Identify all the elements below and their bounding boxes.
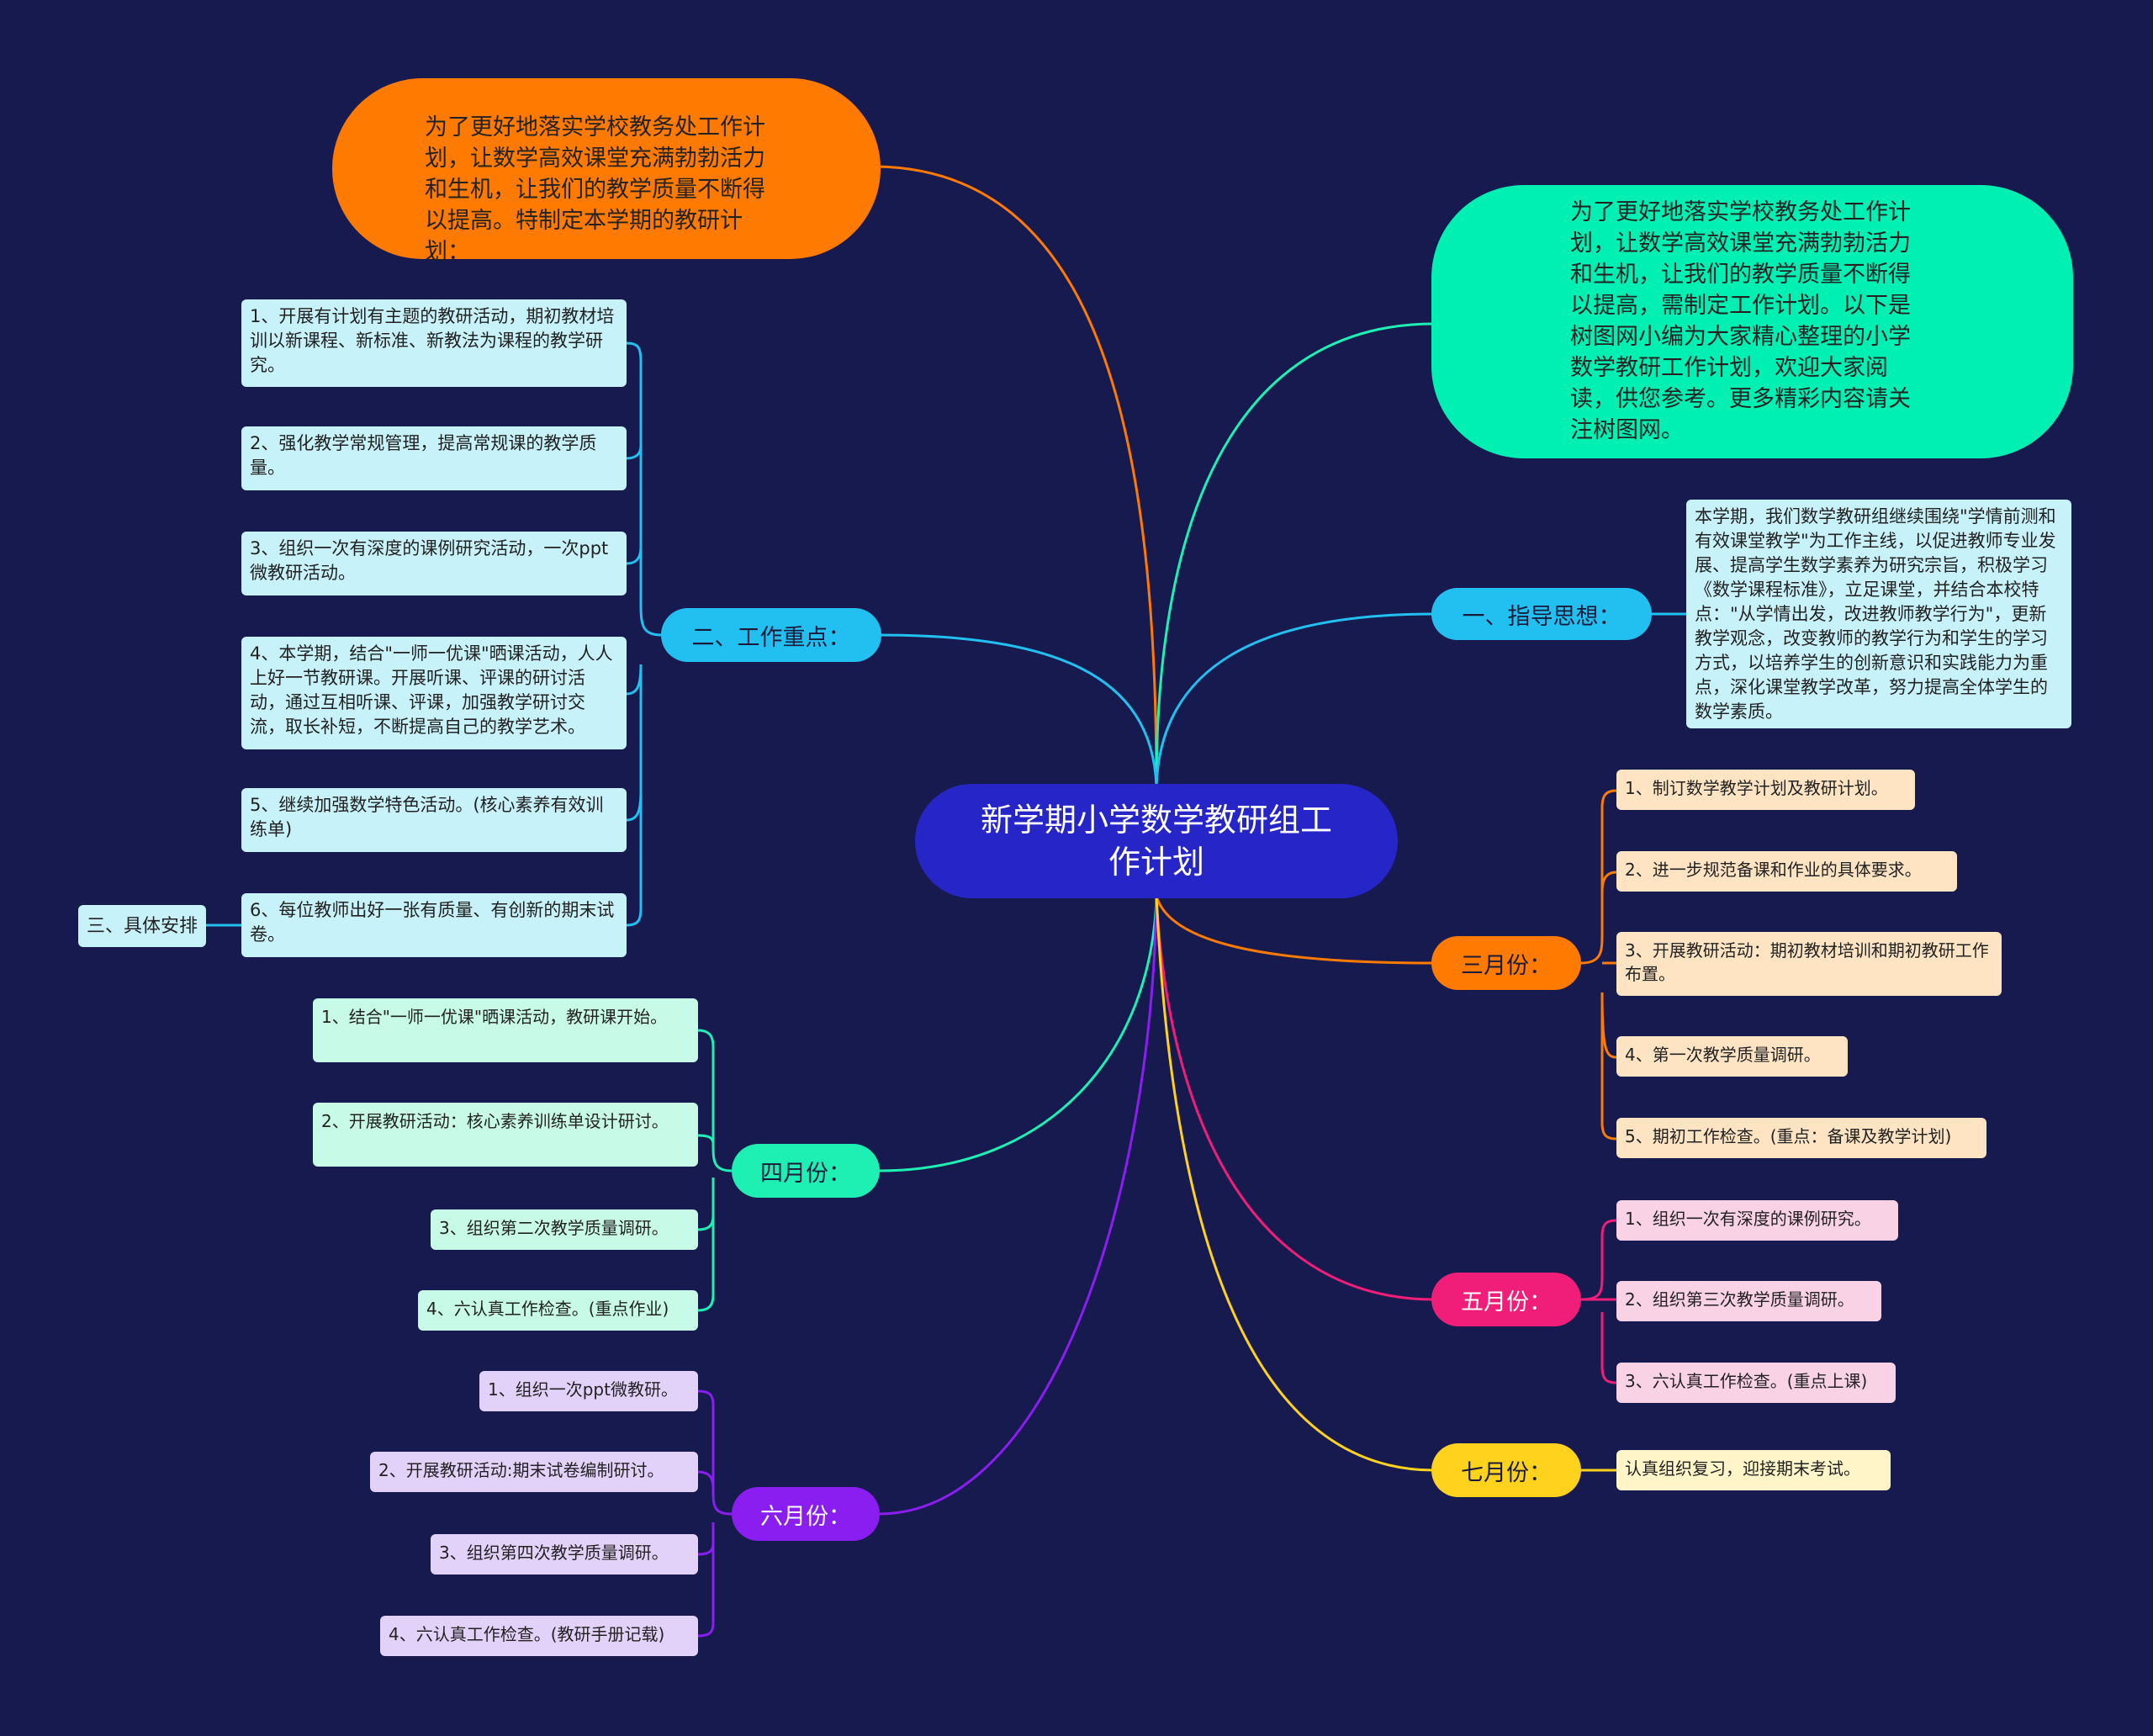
march-item-4[interactable]: 4、第一次教学质量调研。 [1616,1036,1848,1077]
root-topic[interactable]: 新学期小学数学教研组工作计划 [915,784,1398,898]
focus-item-5[interactable]: 5、继续加强数学特色活动。(核心素养有效训练单) [241,788,627,852]
intro-left-node[interactable]: 为了更好地落实学校教务处工作计划，让数学高效课堂充满勃勃活力和生机，让我们的教学… [332,78,881,265]
may-item-1[interactable]: 1、组织一次有深度的课例研究。 [1616,1200,1898,1241]
june-item-4[interactable]: 4、六认真工作检查。(教研手册记载) [380,1616,698,1656]
link-root-may [1155,895,1435,1301]
march-item-1[interactable]: 1、制订数学教学计划及教研计划。 [1616,770,1915,810]
branch-guiding[interactable]: 一、指导思想： [1431,588,1652,640]
april-item-2[interactable]: 2、开展教研活动：核心素养训练单设计研讨。 [313,1103,698,1167]
guiding-text: 本学期，我们数学教研组继续围绕"学情前测和有效课堂教学"为工作主线，以促进教师专… [1695,506,2056,722]
branch-may[interactable]: 五月份： [1431,1273,1581,1326]
branch-april-label: 四月份： [760,1160,851,1187]
branch-march[interactable]: 三月份： [1431,936,1581,990]
link-root-focus [878,633,1158,787]
may-item-2[interactable]: 2、组织第三次教学质量调研。 [1616,1281,1881,1321]
july-item-1[interactable]: 认真组织复习，迎接期末考试。 [1616,1450,1891,1490]
link-root-march [1155,895,1435,965]
links-april-items [697,1029,733,1312]
april-item-3[interactable]: 3、组织第二次教学质量调研。 [431,1209,698,1250]
links-may-items [1580,1219,1617,1384]
branch-april[interactable]: 四月份： [732,1144,880,1198]
links-march-items [1580,789,1617,1141]
branch-june-label: 六月份： [760,1503,851,1530]
guiding-text-node[interactable]: 本学期，我们数学教研组继续围绕"学情前测和有效课堂教学"为工作主线，以促进教师专… [1686,500,2071,728]
focus-item-6[interactable]: 6、每位教师出好一张有质量、有创新的期末试卷。 [241,893,627,957]
branch-guiding-label: 一、指导思想： [1462,603,1621,630]
june-item-2[interactable]: 2、开展教研活动:期末试卷编制研讨。 [370,1452,698,1492]
branch-july[interactable]: 七月份： [1431,1443,1581,1497]
focus-item-3[interactable]: 3、组织一次有深度的课例研究活动，一次ppt微教研活动。 [241,532,627,595]
link-root-june [878,895,1158,1516]
may-item-3[interactable]: 3、六认真工作检查。(重点上课) [1616,1363,1896,1403]
root-title: 新学期小学数学教研组工作计划 [980,802,1332,881]
june-item-1[interactable]: 1、组织一次ppt微教研。 [479,1371,698,1411]
april-item-4[interactable]: 4、六认真工作检查。(重点作业) [418,1290,698,1331]
focus-item-4[interactable]: 4、本学期，结合"一师一优课"晒课活动，人人上好一节教研课。开展听课、评课的研讨… [241,637,627,749]
link-root-intro-left [874,165,1158,787]
march-item-5[interactable]: 5、期初工作检查。(重点：备课及教学计划) [1616,1118,1986,1158]
focus-item-2[interactable]: 2、强化教学常规管理，提高常规课的教学质量。 [241,426,627,490]
link-root-intro-right [1155,322,1435,787]
branch-focus[interactable]: 二、工作重点： [661,608,881,662]
link-root-july [1155,895,1435,1472]
branch-july-label: 七月份： [1461,1459,1552,1486]
branch-arrangement[interactable]: 三、具体安排 [78,905,206,947]
intro-right-node[interactable]: 为了更好地落实学校教务处工作计划，让数学高效课堂充满勃勃活力和生机，让我们的教学… [1431,185,2073,458]
link-root-guiding [1155,612,1435,787]
branch-arrangement-label: 三、具体安排 [87,915,198,937]
link-root-april [878,895,1158,1172]
focus-item-1[interactable]: 1、开展有计划有主题的教研活动，期初教材培训以新课程、新标准、新教法为课程的教学… [241,299,627,387]
branch-may-label: 五月份： [1461,1289,1552,1315]
march-item-2[interactable]: 2、进一步规范备课和作业的具体要求。 [1616,851,1957,892]
intro-right-text: 为了更好地落实学校教务处工作计划，让数学高效课堂充满勃勃活力和生机，让我们的教学… [1570,199,1911,443]
links-focus-items [626,341,663,927]
april-item-1[interactable]: 1、结合"一师一优课"晒课活动，教研课开始。 [313,998,698,1062]
intro-left-text: 为了更好地落实学校教务处工作计划，让数学高效课堂充满勃勃活力和生机，让我们的教学… [425,114,765,265]
branch-focus-label: 二、工作重点： [691,624,851,651]
march-item-3[interactable]: 3、开展教研活动：期初教材培训和期初教研工作布置。 [1616,932,2002,996]
branch-march-label: 三月份： [1461,952,1552,979]
branch-june[interactable]: 六月份： [732,1487,880,1541]
links-june-items [697,1389,733,1638]
june-item-3[interactable]: 3、组织第四次教学质量调研。 [431,1534,698,1575]
